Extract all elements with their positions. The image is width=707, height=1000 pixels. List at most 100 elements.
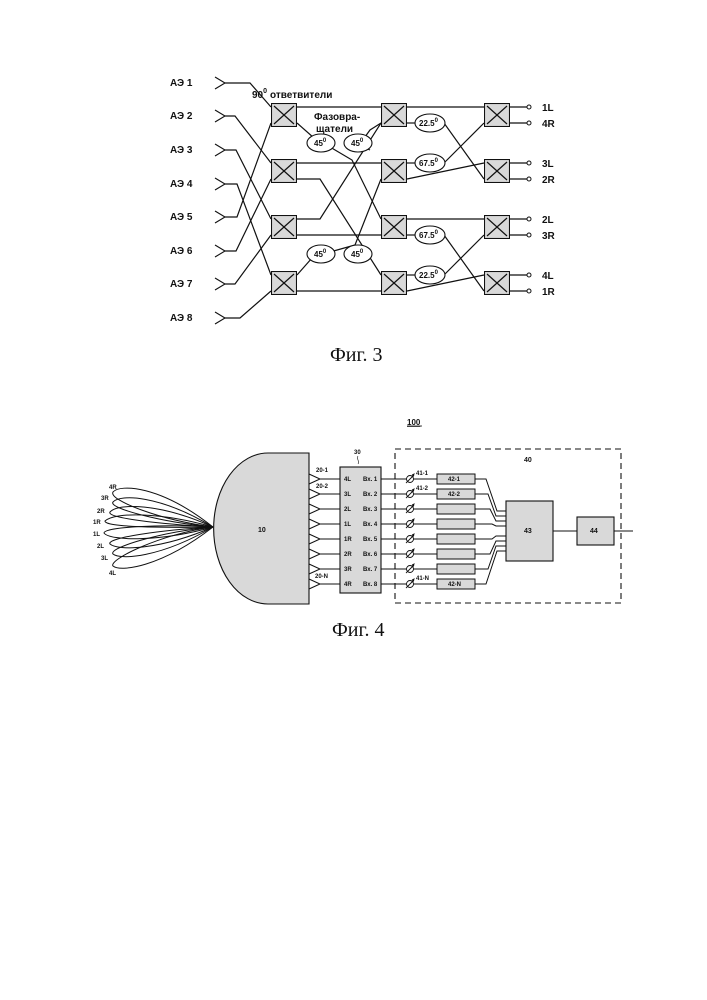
beam-label-4: 1R: [93, 520, 101, 526]
antenna-label-2: АЭ 2: [170, 111, 193, 122]
attenuator-label-2: 41-2: [416, 486, 429, 492]
module-label-n: 42-N: [448, 582, 461, 588]
module-5: [437, 534, 475, 544]
bfn-input-5: Вх. 5: [363, 537, 378, 543]
output-label-8: 1R: [542, 287, 556, 298]
bfn-input-4: Вх. 4: [363, 522, 378, 528]
module-4: [437, 519, 475, 529]
bfn-input-6: Вх. 6: [363, 552, 378, 558]
fig3-output-labels: 1L 4R 3L 2R 2L 3R 4L 1R: [542, 103, 556, 298]
beam-label-2: 3R: [101, 496, 109, 502]
antenna-symbols: [215, 77, 225, 324]
attenuator-6: [406, 549, 414, 558]
antenna-label-1: АЭ 1: [170, 78, 193, 89]
coupler-s3-4: [485, 272, 510, 295]
bfn-port-3: 2L: [344, 507, 351, 513]
antenna-dish-label: 10: [258, 527, 266, 534]
phase-shifter-label-line1: Фазовра-: [314, 112, 360, 123]
fig3-output-ports: [527, 105, 531, 293]
output-label-4: 2R: [542, 175, 556, 186]
bfn-port-6: 2R: [344, 552, 352, 558]
antenna-symbol-6: [215, 245, 225, 257]
beam-lobes: [104, 488, 213, 568]
bfn-port-4: 1L: [344, 522, 351, 528]
attenuator-2: [406, 489, 414, 498]
output-label-7: 4L: [542, 271, 554, 282]
module-label-2: 42-2: [448, 492, 461, 498]
attenuator-label-n: 41-N: [416, 576, 429, 582]
coupler-s1-1: [272, 104, 297, 127]
coupler-s1-2: [272, 160, 297, 183]
antenna-symbol-8: [215, 312, 225, 324]
coupler-s3-1: [485, 104, 510, 127]
module-6: [437, 549, 475, 559]
beam-label-3: 2R: [97, 509, 105, 515]
antenna-symbol-1: [215, 77, 225, 89]
combiner-label: 43: [524, 528, 532, 535]
antenna-symbol-3: [215, 144, 225, 156]
antenna-label-6: АЭ 6: [170, 246, 193, 257]
antenna-symbol-2: [215, 110, 225, 122]
bfn-label: 30: [354, 450, 361, 456]
bfn-port-8: 4R: [344, 582, 352, 588]
attenuator-4: [406, 519, 414, 528]
figure-4-caption: Фиг. 4: [332, 619, 384, 641]
coupler-s2-3: [382, 216, 407, 239]
beam-label-1: 4R: [109, 485, 117, 491]
feed-label-n: 20-N: [315, 574, 328, 580]
antenna-symbol-7: [215, 278, 225, 290]
antenna-label-3: АЭ 3: [170, 145, 193, 156]
antenna-label-4: АЭ 4: [170, 179, 193, 190]
feed-label-2: 20-2: [316, 484, 329, 490]
feed-label-1: 20-1: [316, 468, 329, 474]
coupler-s2-1: [382, 104, 407, 127]
coupler-s2-4: [382, 272, 407, 295]
output-label-1: 1L: [542, 103, 554, 114]
fig3-wiring: [225, 83, 527, 318]
attenuator-7: [406, 564, 414, 573]
bfn-port-7: 3R: [344, 567, 352, 573]
bfn-input-8: Вх. 8: [363, 582, 378, 588]
bfn-port-5: 1R: [344, 537, 352, 543]
bfn-port-2: 3L: [344, 492, 351, 498]
antenna-symbol-4: [215, 178, 225, 190]
attenuator-5: [406, 534, 414, 543]
figure-3: АЭ 1 АЭ 2 АЭ 3 АЭ 4 АЭ 5 АЭ 6 АЭ 7 АЭ 8: [170, 77, 556, 366]
processing-block-label: 40: [524, 457, 532, 464]
antenna-symbol-5: [215, 211, 225, 223]
output-label-2: 4R: [542, 119, 556, 130]
beam-label-6: 2L: [97, 544, 104, 550]
coupler-s1-3: [272, 216, 297, 239]
module-label-1: 42-1: [448, 477, 461, 483]
coupler-s3-3: [485, 216, 510, 239]
attenuator-8: [406, 579, 414, 588]
antenna-label-7: АЭ 7: [170, 279, 193, 290]
figure-4: 100 40 4R 3R 2R 1R 1L 2L 3L 4L 10: [93, 418, 633, 641]
attenuators: [406, 474, 414, 588]
output-label-3: 3L: [542, 159, 554, 170]
coupler-s3-2: [485, 160, 510, 183]
beamforming-network: [340, 467, 381, 593]
bfn-input-2: Вх. 2: [363, 492, 378, 498]
processor-label: 44: [590, 528, 598, 535]
bfn-input-3: Вх. 3: [363, 507, 378, 513]
bfn-input-7: Вх. 7: [363, 567, 378, 573]
antenna-label-8: АЭ 8: [170, 313, 193, 324]
beam-label-5: 1L: [93, 532, 100, 538]
fig3-phase-shifters: [307, 114, 445, 284]
attenuator-1: [406, 474, 414, 483]
output-label-6: 3R: [542, 231, 556, 242]
phase-shifter-label-line2: щатели: [316, 124, 353, 135]
coupler-s2-2: [382, 160, 407, 183]
bfn-input-1: Вх. 1: [363, 477, 378, 483]
beam-label-7: 3L: [101, 556, 108, 562]
coupler-s1-4: [272, 272, 297, 295]
antenna-label-5: АЭ 5: [170, 212, 193, 223]
attenuator-3: [406, 504, 414, 513]
module-3: [437, 504, 475, 514]
module-7: [437, 564, 475, 574]
attenuator-label-1: 41-1: [416, 471, 429, 477]
antenna-labels: АЭ 1 АЭ 2 АЭ 3 АЭ 4 АЭ 5 АЭ 6 АЭ 7 АЭ 8: [170, 78, 193, 324]
